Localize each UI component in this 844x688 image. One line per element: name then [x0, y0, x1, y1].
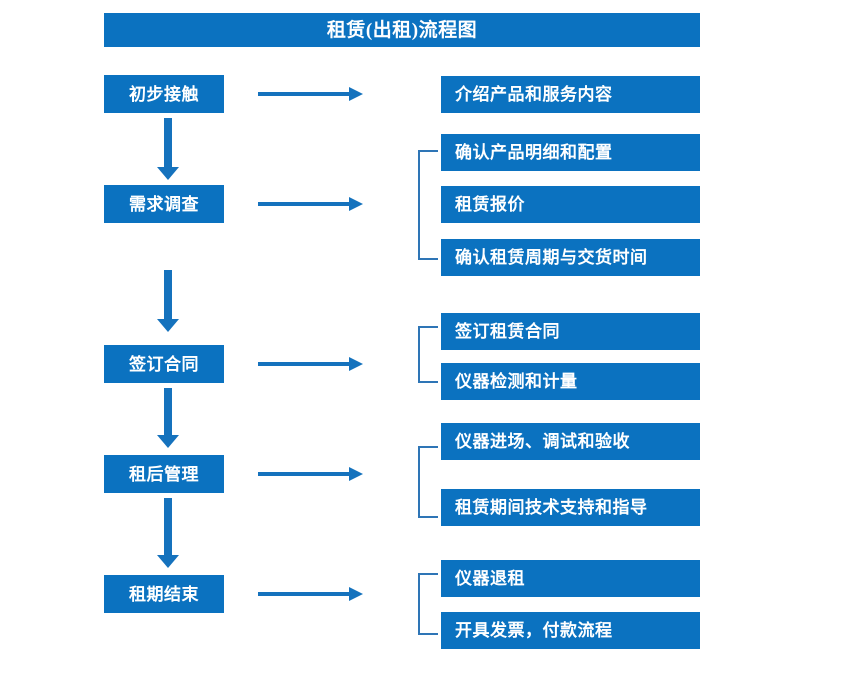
stage-box-4[interactable]: 租后管理 — [104, 455, 224, 493]
detail-box-4-1[interactable]: 仪器进场、调试和验收 — [441, 423, 700, 460]
arrow-shaft — [164, 270, 172, 319]
detail-box-2-2[interactable]: 租赁报价 — [441, 186, 700, 223]
arrow-down-4 — [157, 498, 179, 568]
arrow-head — [349, 87, 363, 101]
stage-box-2[interactable]: 需求调查 — [104, 185, 224, 223]
diagram-title: 租赁(出租)流程图 — [104, 13, 700, 47]
arrow-shaft — [164, 118, 172, 167]
arrow-down-3 — [157, 388, 179, 448]
arrow-head — [157, 319, 179, 332]
arrow-shaft — [258, 362, 350, 366]
arrow-head — [157, 555, 179, 568]
arrow-right-2 — [258, 197, 363, 211]
detail-box-5-2[interactable]: 开具发票，付款流程 — [441, 612, 700, 649]
arrow-head — [157, 435, 179, 448]
arrow-head — [349, 587, 363, 601]
detail-box-3-2[interactable]: 仪器检测和计量 — [441, 363, 700, 400]
detail-box-4-2[interactable]: 租赁期间技术支持和指导 — [441, 489, 700, 526]
arrow-down-1 — [157, 118, 179, 180]
detail-box-5-1[interactable]: 仪器退租 — [441, 560, 700, 597]
stage-box-5[interactable]: 租期结束 — [104, 575, 224, 613]
arrow-right-5 — [258, 587, 363, 601]
group-bracket-3 — [418, 326, 438, 383]
detail-box-3-1[interactable]: 签订租赁合同 — [441, 313, 700, 350]
arrow-right-4 — [258, 467, 363, 481]
group-bracket-5 — [418, 573, 438, 635]
arrow-head — [349, 197, 363, 211]
arrow-head — [157, 167, 179, 180]
stage-box-1[interactable]: 初步接触 — [104, 75, 224, 113]
arrow-right-1 — [258, 87, 363, 101]
arrow-shaft — [164, 498, 172, 555]
arrow-shaft — [258, 592, 350, 596]
group-bracket-2 — [418, 150, 438, 260]
arrow-head — [349, 357, 363, 371]
arrow-down-2 — [157, 270, 179, 332]
arrow-shaft — [258, 472, 350, 476]
detail-box-2-3[interactable]: 确认租赁周期与交货时间 — [441, 239, 700, 276]
detail-box-2-1[interactable]: 确认产品明细和配置 — [441, 134, 700, 171]
arrow-shaft — [164, 388, 172, 435]
arrow-right-3 — [258, 357, 363, 371]
stage-box-3[interactable]: 签订合同 — [104, 345, 224, 383]
arrow-head — [349, 467, 363, 481]
detail-box-1-1[interactable]: 介绍产品和服务内容 — [441, 76, 700, 113]
arrow-shaft — [258, 202, 350, 206]
group-bracket-4 — [418, 446, 438, 518]
arrow-shaft — [258, 92, 350, 96]
